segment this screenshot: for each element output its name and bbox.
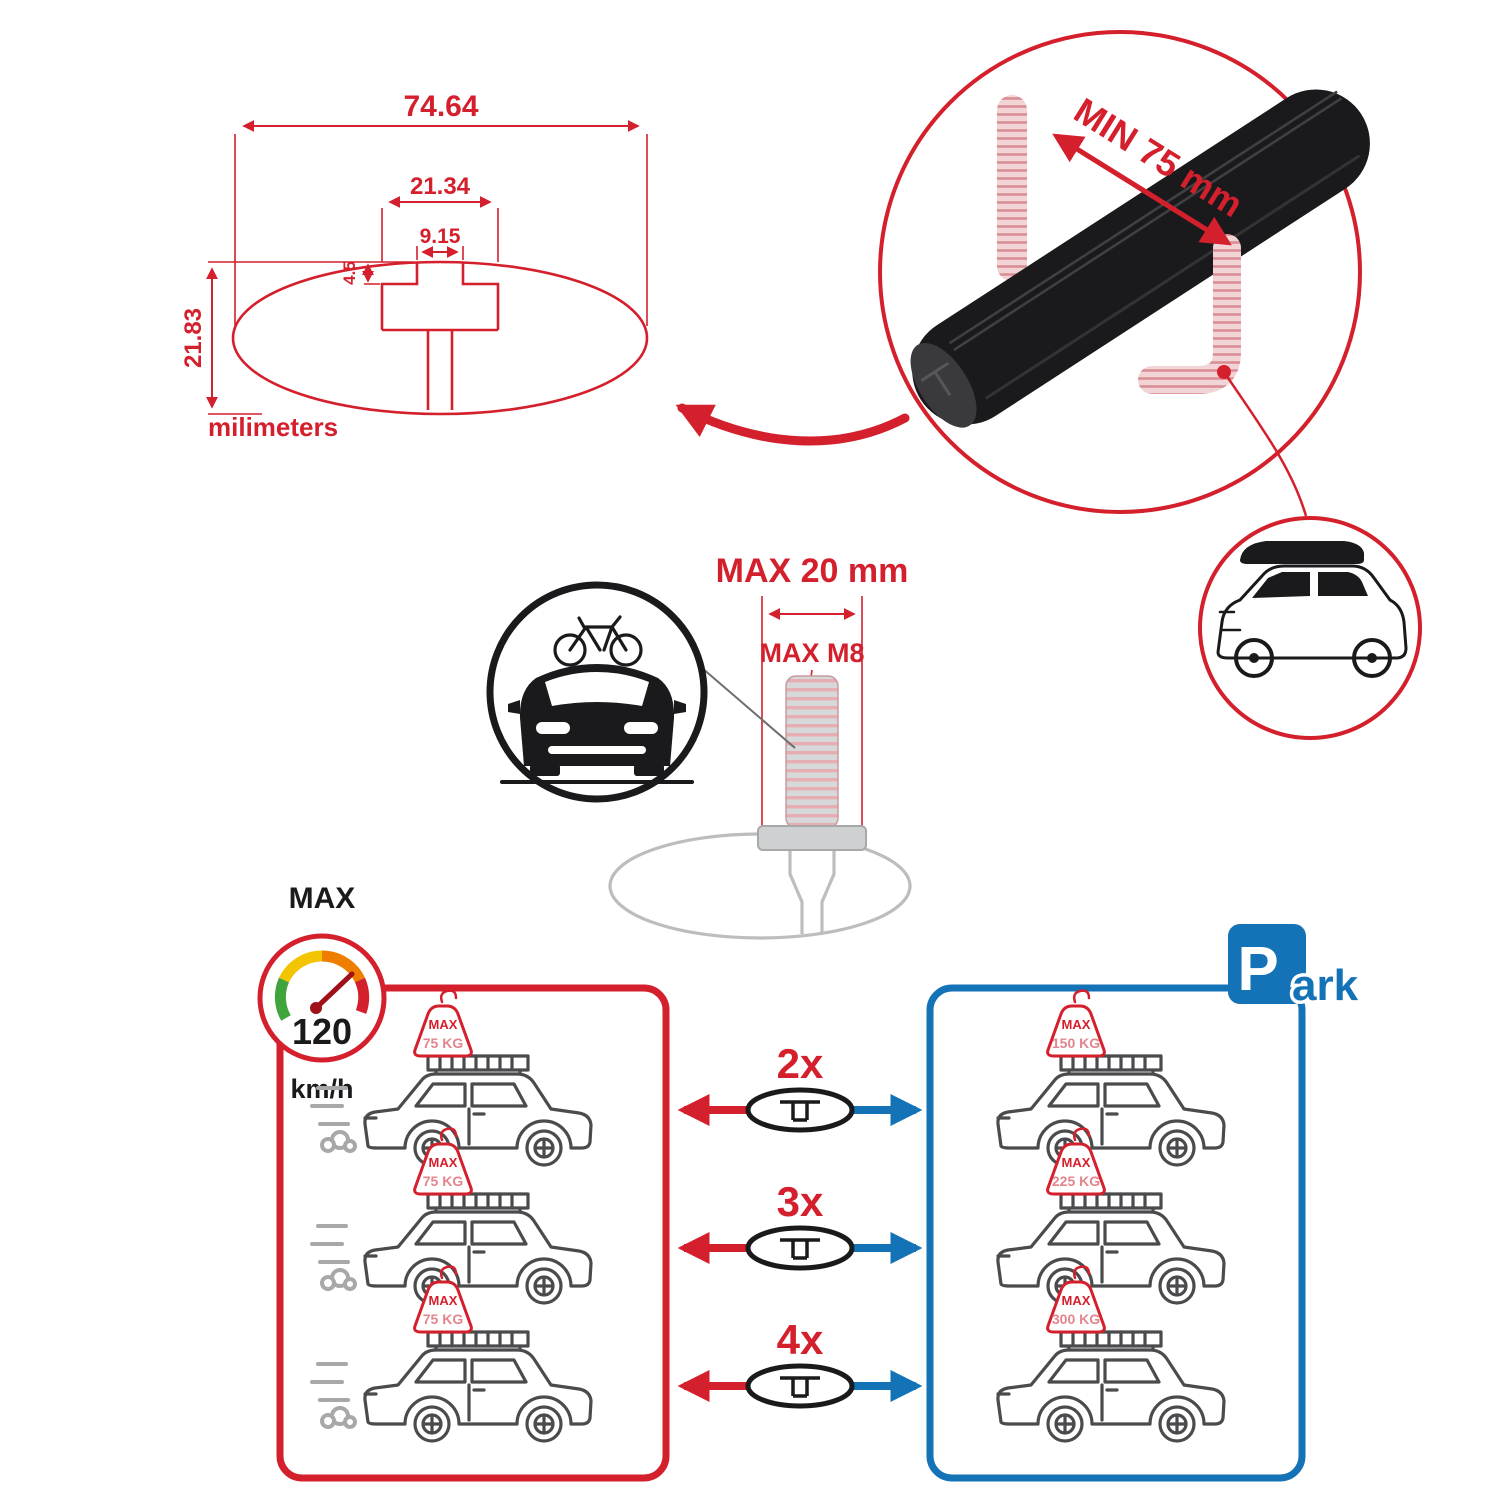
suv-body [1216, 564, 1408, 660]
bike-car-circle [486, 581, 708, 803]
bicycle-icon [553, 615, 643, 667]
suv-roofbox-circle [1198, 516, 1422, 740]
tag-max-label: MAX [429, 1017, 458, 1032]
gauge-needle [313, 971, 355, 1011]
bolt-t-head [757, 825, 867, 851]
car-headlight-right [624, 722, 658, 734]
zoom-circle [878, 30, 1362, 514]
tag-max-label: MAX [429, 1293, 458, 1308]
speed-gauge: MAX 120 km/h [257, 882, 387, 1104]
bar-count-row-3: 4x [677, 1316, 923, 1406]
tag-max-label: MAX [1062, 1155, 1091, 1170]
suv-front-wheel [1234, 638, 1274, 678]
suv-grille [1218, 610, 1242, 632]
profile-dimension-drawing: 74.64 21.34 9.15 4.5 21.83 milimeters [180, 90, 649, 442]
gauge-pivot [310, 1002, 322, 1014]
right-load-tag-2: MAX 225 KG [1046, 1127, 1106, 1196]
dim-channel-width: 21.34 [410, 173, 471, 200]
right-load-tag-1: MAX 150 KG [1046, 989, 1106, 1058]
crossbar-profile-icon [748, 1090, 852, 1130]
tag-max-label: MAX [1062, 1017, 1091, 1032]
dim-lip-height: 4.5 [340, 261, 359, 285]
park-sign: P ark [1228, 924, 1362, 1014]
dim-opening-width: 9.15 [420, 225, 461, 248]
dimension-extension-lines [208, 134, 648, 415]
pointer-arrow-to-profile [675, 403, 910, 446]
left-load-tag-2: MAX 75 KG [413, 1127, 473, 1196]
tag-weight-label: 300 KG [1052, 1311, 1100, 1327]
bar-count-label: 4x [777, 1316, 824, 1363]
suv-circle [1198, 516, 1422, 740]
suv-windows [1252, 572, 1368, 598]
gauge-arc [274, 950, 370, 1021]
bar-count-row-1: 2x [677, 1040, 923, 1130]
car-wheel-right [634, 764, 664, 776]
car-windshield [545, 672, 649, 706]
right-load-tag-3: MAX 300 KG [1046, 1265, 1106, 1334]
crossbar-end-profile [920, 361, 952, 397]
crossbar-profile-icon [748, 1366, 852, 1406]
crossbar-body [912, 89, 1370, 425]
park-sign-p: P [1237, 935, 1278, 1004]
accessory-leader [694, 661, 796, 749]
suv-front-hub [1249, 653, 1259, 663]
bar-count-label: 2x [777, 1040, 824, 1087]
roof-box [1240, 541, 1364, 564]
bolt-max-length-label: MAX 20 mm [716, 552, 909, 590]
dim-total-width: 74.64 [403, 90, 478, 123]
bar-count-row-2: 3x [677, 1178, 923, 1268]
bolt-max-thread-label: MAX M8 [759, 638, 864, 668]
tag-weight-label: 150 KG [1052, 1035, 1100, 1051]
park-sign-square [1228, 924, 1306, 1004]
crossbar-lower-edge [984, 154, 1361, 400]
tag-weight-label: 75 KG [423, 1311, 464, 1327]
bar-count-label: 3x [777, 1178, 824, 1225]
tag-weight-label: 75 KG [423, 1035, 464, 1051]
car-wheel-left [530, 764, 560, 776]
left-load-tag-3: MAX 75 KG [413, 1265, 473, 1334]
ghost-profile-slot [788, 840, 836, 934]
crossbar-profile-icon [748, 1228, 852, 1268]
suv-rear-wheel [1352, 638, 1392, 678]
car-bumper [548, 746, 646, 754]
left-load-tag-1: MAX 75 KG [413, 989, 473, 1058]
profile-t-slot [380, 262, 500, 410]
suv-rear-hub [1367, 653, 1377, 663]
tag-weight-label: 225 KG [1052, 1173, 1100, 1189]
crossbar-photo-circle: MIN 75 mm [878, 30, 1370, 514]
tag-max-label: MAX [429, 1155, 458, 1170]
profile-oval [231, 260, 649, 416]
park-sign-suffix: ark [1292, 961, 1359, 1010]
speed-value: 120 [292, 1011, 352, 1052]
car-front-icon [500, 664, 694, 784]
speed-max-label: MAX [289, 882, 356, 915]
bolt-diagram: MAX 20 mm MAX M8 [486, 552, 912, 940]
leader-to-suv-circle [1222, 371, 1308, 517]
min-span-arrow [1052, 133, 1232, 246]
dim-total-height: 21.83 [180, 308, 207, 368]
car-headlight-left [536, 722, 570, 734]
bolt-extension-lines [761, 596, 863, 838]
tag-max-label: MAX [1062, 1293, 1091, 1308]
bolt-shaft [785, 675, 839, 829]
tag-weight-label: 75 KG [423, 1173, 464, 1189]
dim-unit-label: milimeters [208, 412, 338, 442]
